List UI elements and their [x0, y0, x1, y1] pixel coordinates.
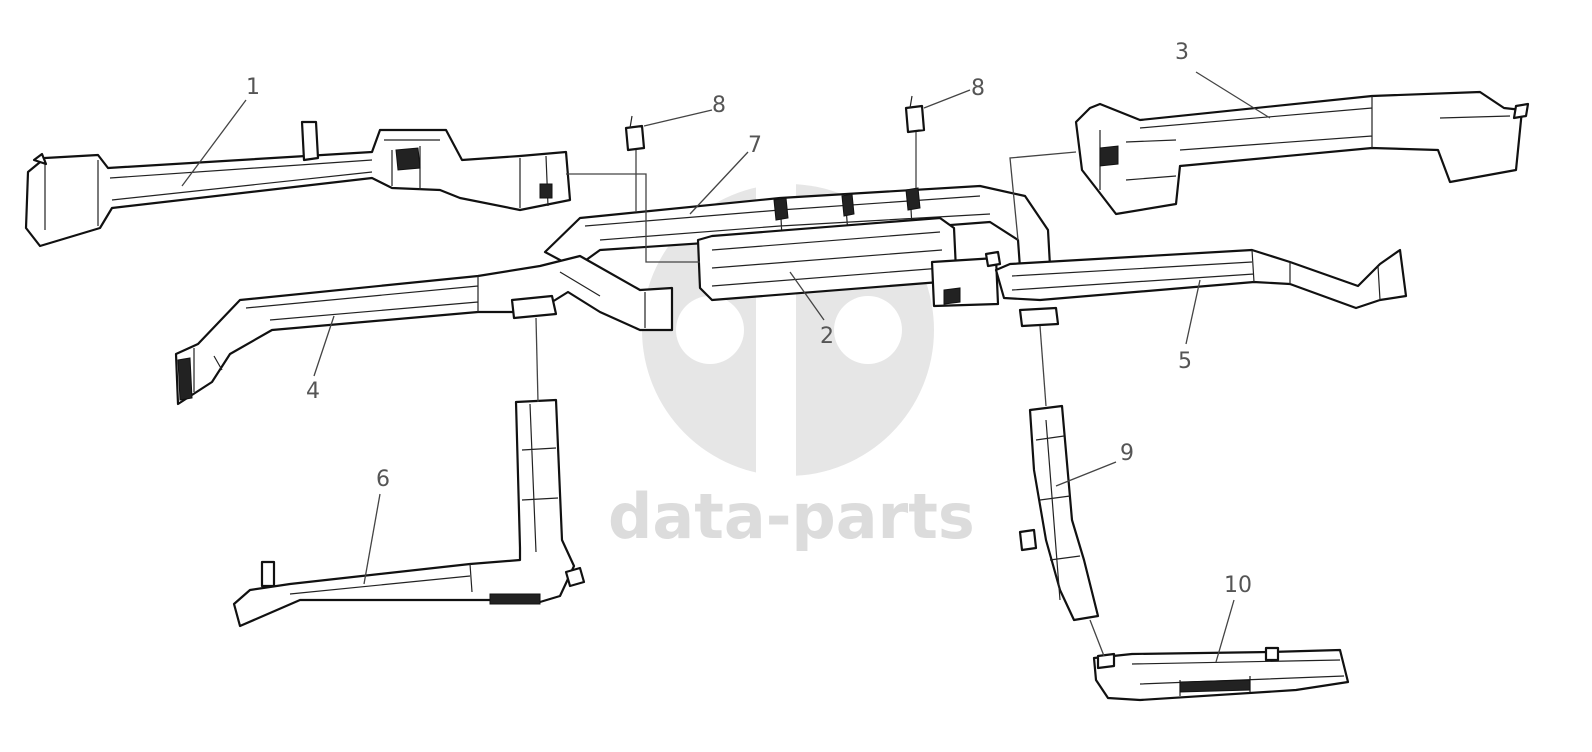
part-1-duct — [24, 120, 572, 248]
callout-6: 6 — [376, 467, 390, 492]
part-5-duct — [984, 248, 1408, 328]
callout-labels: 1 2 3 4 5 6 7 8 8 9 10 — [246, 40, 1252, 598]
callout-9: 9 — [1120, 441, 1134, 466]
part-8-clips — [624, 95, 926, 152]
callout-8-right: 8 — [971, 76, 985, 101]
callout-7: 7 — [748, 133, 762, 158]
callout-2: 2 — [820, 324, 834, 349]
callout-3: 3 — [1175, 40, 1189, 65]
part-9-duct — [1018, 404, 1100, 622]
callout-5: 5 — [1178, 349, 1192, 374]
part-10-duct — [1092, 646, 1350, 702]
part-2-plenum — [696, 216, 1000, 308]
callout-1: 1 — [246, 75, 260, 100]
part-3-duct — [1074, 90, 1530, 216]
assembly-lines — [535, 132, 1105, 657]
callout-8-left: 8 — [712, 93, 726, 118]
callout-10: 10 — [1224, 573, 1252, 598]
watermark-text: data-parts — [608, 480, 975, 553]
part-4-duct — [174, 254, 674, 406]
callout-4: 4 — [306, 379, 320, 404]
callout-leaders — [181, 71, 1271, 663]
part-6-duct — [232, 398, 586, 628]
